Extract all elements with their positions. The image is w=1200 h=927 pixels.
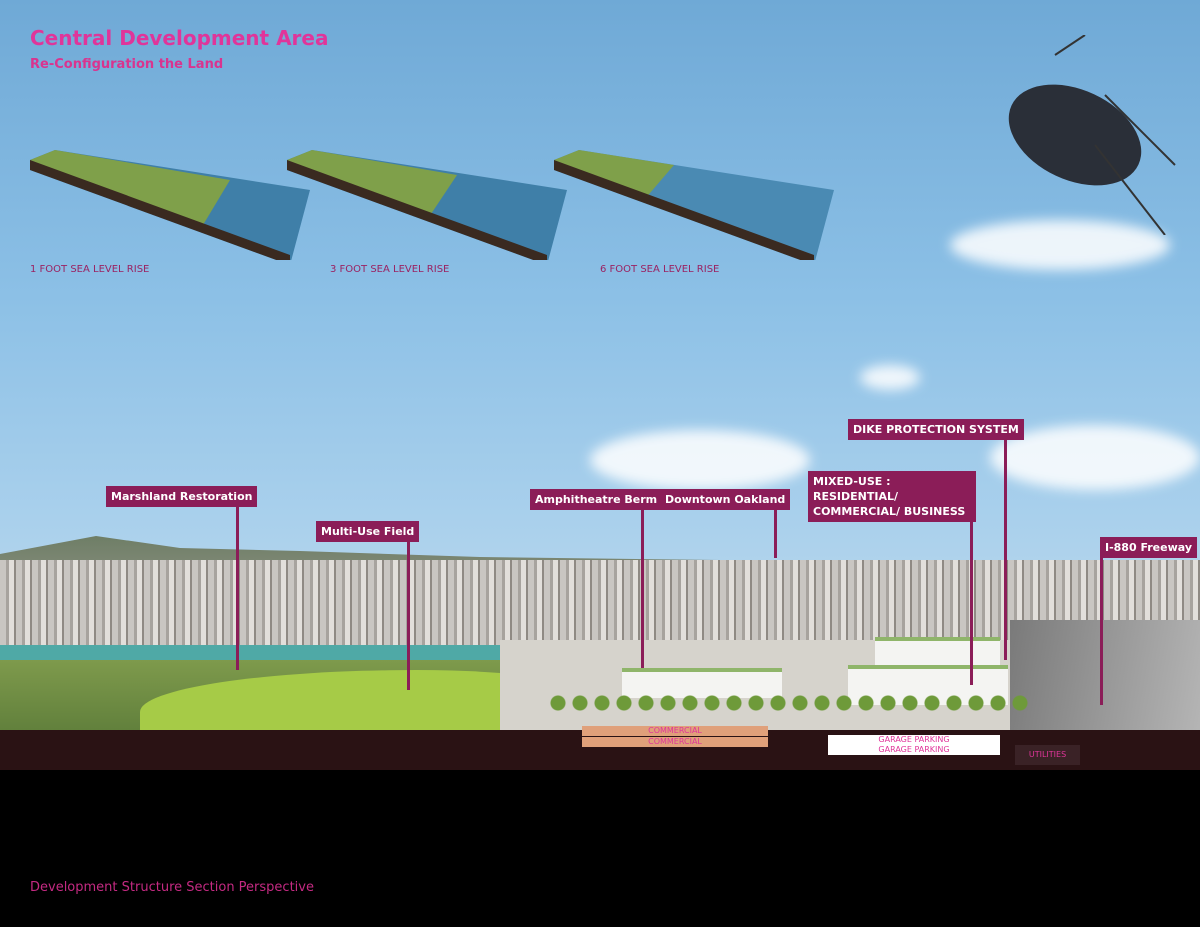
scenario-label: 6 FOOT SEA LEVEL RISE bbox=[600, 264, 720, 275]
building bbox=[875, 637, 1000, 665]
cloud bbox=[990, 425, 1200, 490]
cityscape bbox=[0, 560, 1200, 650]
parking-layer: GARAGE PARKING bbox=[828, 745, 1000, 755]
commercial-layer: COMMERCIAL bbox=[582, 737, 768, 747]
callout-pointer bbox=[641, 508, 644, 668]
utilities-layer: UTILITIES bbox=[1015, 745, 1080, 765]
callout-i880-freeway: I-880 Freeway bbox=[1100, 537, 1198, 558]
callout-pointer bbox=[774, 508, 777, 558]
scenario-label: 3 FOOT SEA LEVEL RISE bbox=[330, 264, 450, 275]
callout-pointer bbox=[970, 500, 973, 685]
page-title: Central Development Area bbox=[30, 26, 329, 50]
tree-row bbox=[550, 695, 1030, 715]
site-plan-model bbox=[1008, 35, 1176, 235]
scenario-model-3ft bbox=[287, 150, 567, 260]
parking-layer: GARAGE PARKING bbox=[828, 735, 1000, 745]
cloud bbox=[860, 365, 920, 390]
page-subtitle: Re-Configuration the Land bbox=[30, 57, 224, 72]
freeway bbox=[1010, 620, 1200, 740]
callout-pointer bbox=[1004, 430, 1007, 660]
callout-marshland-restoration: Marshland Restoration bbox=[106, 486, 258, 507]
commercial-layer: COMMERCIAL bbox=[582, 726, 768, 736]
callout-pointer bbox=[1100, 550, 1103, 705]
scenario-model-6ft bbox=[554, 150, 834, 260]
section-caption: Development Structure Section Perspectiv… bbox=[30, 880, 314, 895]
building bbox=[622, 668, 782, 698]
ground bbox=[0, 770, 1200, 927]
callout-amphitheatre-berm: Amphitheatre Berm bbox=[530, 489, 663, 510]
callout-pointer bbox=[236, 505, 239, 670]
underground-section bbox=[0, 730, 1200, 770]
callout-mixed-use: MIXED-USE : RESIDENTIAL/ COMMERCIAL/ BUS… bbox=[808, 471, 976, 522]
cloud bbox=[950, 220, 1170, 270]
scenario-model-1ft bbox=[30, 150, 310, 260]
scenario-label: 1 FOOT SEA LEVEL RISE bbox=[30, 264, 150, 275]
cloud bbox=[590, 430, 810, 490]
callout-downtown-oakland: Downtown Oakland bbox=[660, 489, 791, 510]
callout-dike-protection: DIKE PROTECTION SYSTEM bbox=[848, 419, 1024, 440]
callout-pointer bbox=[407, 540, 410, 690]
callout-multi-use-field: Multi-Use Field bbox=[316, 521, 420, 542]
